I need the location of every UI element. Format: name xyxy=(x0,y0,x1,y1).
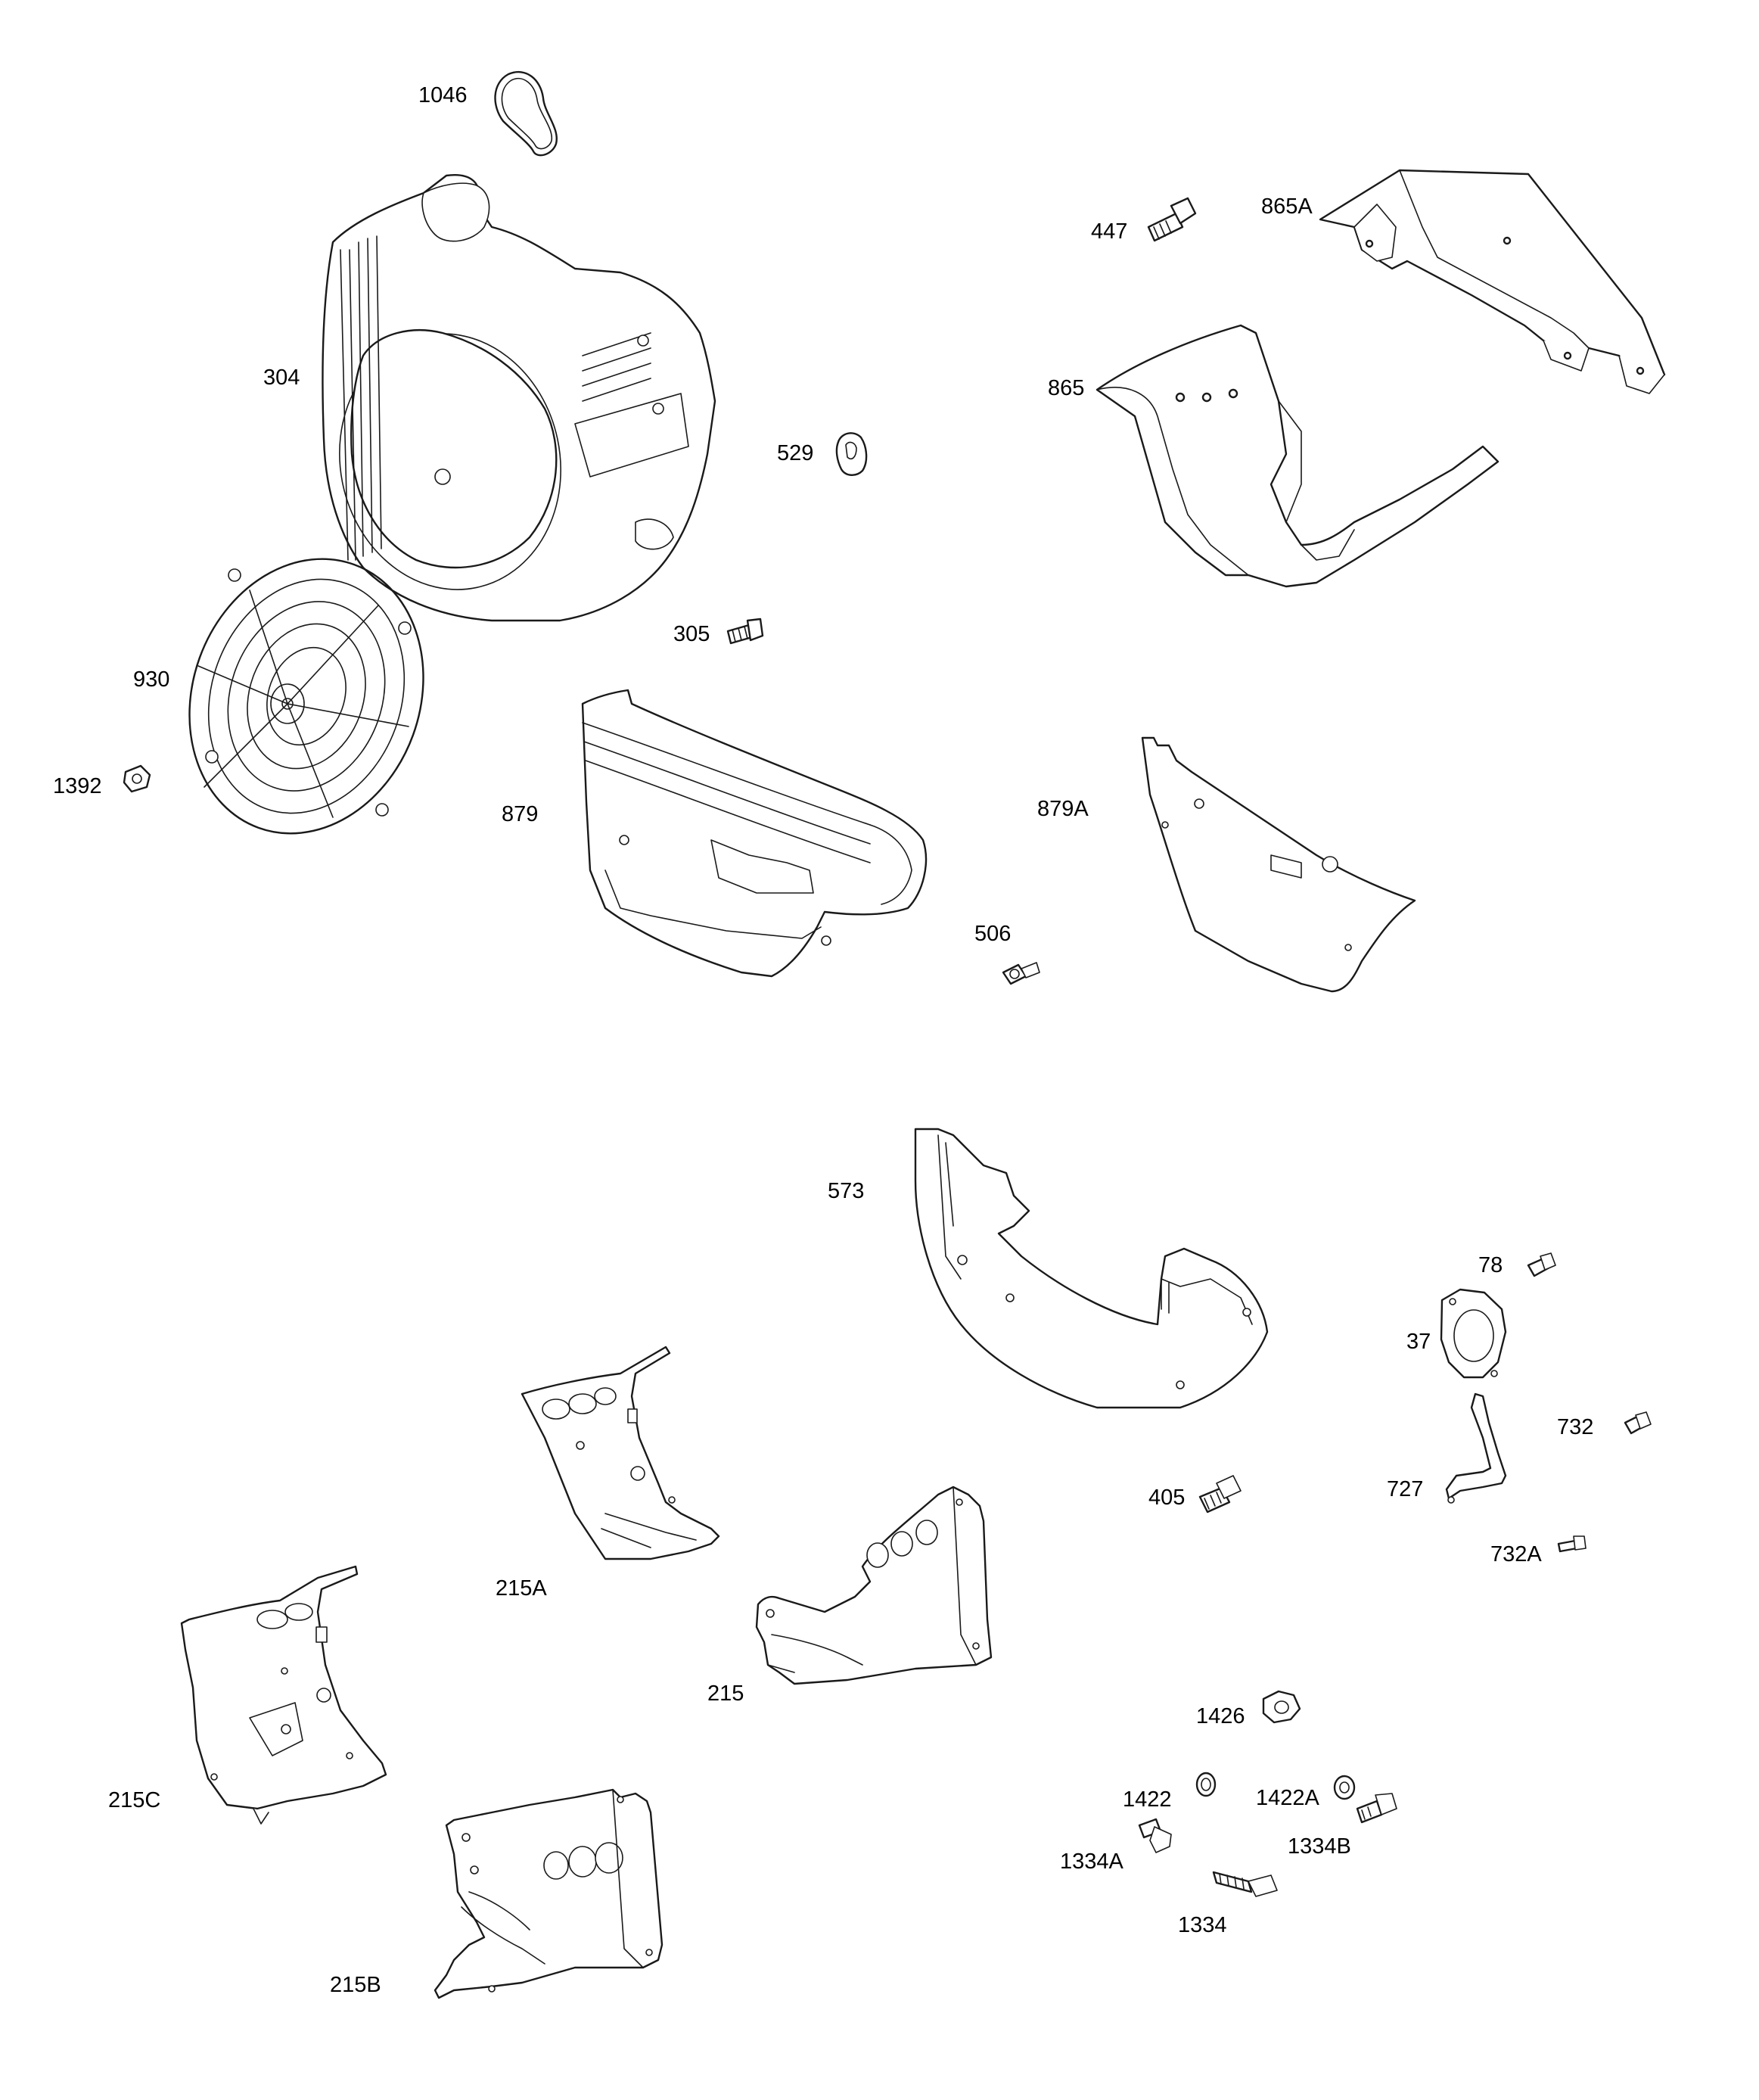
part-447-bolt xyxy=(1147,197,1197,242)
callout-879: 879 xyxy=(502,802,538,826)
part-405-bolt xyxy=(1198,1475,1242,1514)
callout-304: 304 xyxy=(263,366,300,390)
callout-865: 865 xyxy=(1048,376,1084,400)
callout-1422: 1422 xyxy=(1123,1787,1172,1812)
callout-405: 405 xyxy=(1148,1486,1185,1510)
callout-865A: 865A xyxy=(1261,194,1313,219)
callout-78: 78 xyxy=(1478,1253,1503,1277)
part-215B-bracket xyxy=(434,1788,664,1999)
callout-732A: 732A xyxy=(1490,1542,1542,1566)
callout-305: 305 xyxy=(673,622,710,646)
callout-727: 727 xyxy=(1387,1477,1423,1501)
callout-labels: 1046 304 447 865A 865 529 305 930 1392 8… xyxy=(53,83,1593,1997)
callout-529: 529 xyxy=(777,441,813,465)
callout-1422A: 1422A xyxy=(1256,1786,1320,1810)
part-215C-baffle xyxy=(180,1565,387,1825)
callout-1334B: 1334B xyxy=(1288,1834,1351,1859)
callout-215B: 215B xyxy=(330,1973,381,1997)
part-732-screw xyxy=(1624,1411,1652,1435)
part-215-bracket xyxy=(755,1486,993,1685)
part-879-cover xyxy=(581,689,928,978)
callout-506: 506 xyxy=(974,922,1011,946)
part-1422A-washer xyxy=(1333,1775,1356,1800)
callout-930: 930 xyxy=(133,667,169,692)
callout-1334: 1334 xyxy=(1178,1913,1227,1937)
part-1046-gasket xyxy=(494,70,558,157)
callout-1426: 1426 xyxy=(1196,1704,1245,1728)
callout-732: 732 xyxy=(1557,1415,1593,1439)
part-1334A-stud xyxy=(1138,1818,1172,1853)
callout-215C: 215C xyxy=(108,1788,160,1812)
part-1334B-bolt xyxy=(1356,1793,1397,1824)
part-930-fan-guard xyxy=(188,558,424,835)
part-305-screw xyxy=(726,618,764,645)
callout-215: 215 xyxy=(707,1682,744,1706)
part-879A-plate xyxy=(1141,736,1416,993)
callout-37: 37 xyxy=(1406,1330,1431,1354)
part-37-gasket xyxy=(1440,1288,1507,1379)
part-1392-nut xyxy=(123,764,151,793)
part-215A-baffle xyxy=(521,1346,720,1560)
callout-1392: 1392 xyxy=(53,774,102,798)
part-727-bracket xyxy=(1445,1392,1507,1504)
part-732A-screw xyxy=(1557,1535,1587,1553)
callout-573: 573 xyxy=(828,1179,864,1203)
part-1334-stud xyxy=(1212,1871,1278,1897)
callout-1334A: 1334A xyxy=(1060,1850,1124,1874)
callout-447: 447 xyxy=(1091,219,1127,244)
callout-879A: 879A xyxy=(1037,797,1089,821)
part-78-screw xyxy=(1527,1252,1556,1277)
part-506-screw xyxy=(1002,962,1040,985)
part-573-baffle xyxy=(914,1128,1269,1409)
part-304-blower-housing xyxy=(322,174,716,622)
part-865-shroud xyxy=(1095,324,1500,588)
callout-1046: 1046 xyxy=(418,83,468,107)
part-1426-nut xyxy=(1262,1690,1301,1724)
part-1422-lock-washer xyxy=(1195,1772,1217,1797)
part-865A-shroud-bracket xyxy=(1319,169,1666,394)
callout-215A: 215A xyxy=(496,1576,547,1601)
part-529-grommet xyxy=(835,432,868,476)
